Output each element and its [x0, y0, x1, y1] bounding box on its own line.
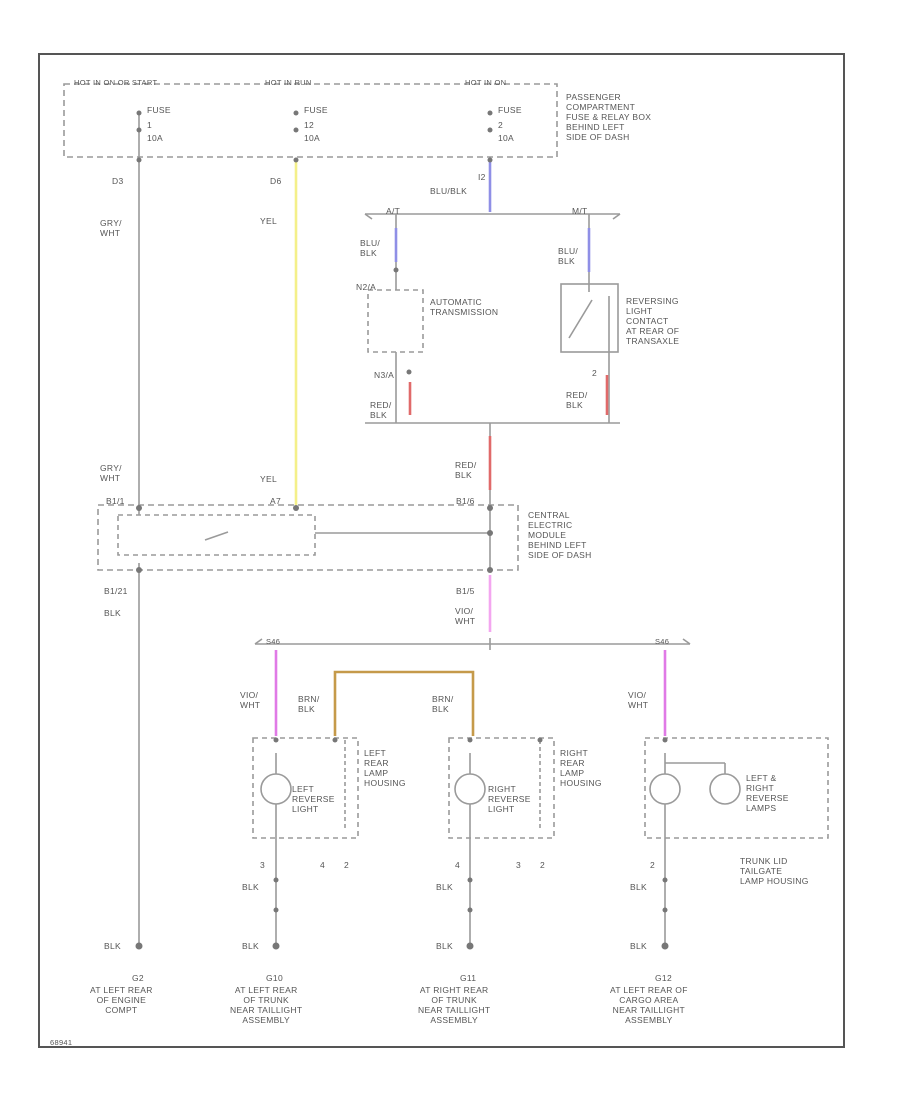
wire-label-blk-g2-top: BLK: [104, 608, 121, 618]
wire-label-blk-g11: BLK: [436, 941, 453, 951]
right-reverse-light-label: RIGHT REVERSE LIGHT: [488, 784, 531, 814]
fuse-3-num: 2: [498, 120, 504, 130]
wire-brn-blk: [333, 670, 475, 736]
splice-left: S46: [266, 637, 281, 646]
fuse-box: [63, 83, 558, 158]
fuse-box-label: PASSENGER COMPARTMENT FUSE & RELAY BOX B…: [566, 92, 652, 142]
splice-right: S46: [655, 637, 670, 646]
wire-label-brn-blk-right: BRN/ BLK: [432, 694, 454, 714]
cem-pin-d: B1/21: [104, 586, 128, 596]
fuse-2-pin: D6: [270, 176, 282, 186]
fuse-2-name: FUSE: [304, 105, 328, 115]
wire-label-blu-blk-at: BLU/ BLK: [360, 238, 381, 258]
fuse-3-name: FUSE: [498, 105, 522, 115]
right-lamp-pin-1: 4: [455, 860, 461, 870]
ground-g12-desc: AT LEFT REAR OF CARGO AREA NEAR TAILLIGH…: [610, 985, 688, 1025]
cem-pin-c: B1/6: [456, 496, 475, 506]
trunk-bulb-1: [649, 773, 681, 805]
wire-label-blk-g10: BLK: [242, 941, 259, 951]
wire-label-blk-left: BLK: [242, 882, 259, 892]
fuse-3-rating: 10A: [498, 133, 515, 143]
fuse-1-rating: 10A: [147, 133, 164, 143]
wire-label-blk-g12: BLK: [630, 941, 647, 951]
rev-contact-pin: 2: [592, 368, 598, 378]
fuse-2-header: HOT IN RUN: [265, 78, 312, 87]
ground-g12-id: G12: [655, 973, 672, 983]
cem-inner-box: [117, 514, 316, 556]
left-lamp-pin-1: 3: [260, 860, 266, 870]
auto-trans-box: [367, 289, 424, 353]
right-reverse-bulb: [454, 773, 486, 805]
auto-trans-label: AUTOMATIC TRANSMISSION: [430, 297, 499, 317]
wire-label-vio-wht-trunk: VIO/ WHT: [628, 690, 649, 710]
wire-label-red-blk-mt: RED/ BLK: [566, 390, 588, 410]
right-lamp-pin-3: 2: [540, 860, 546, 870]
fuse-3-header: HOT IN ON: [465, 78, 507, 87]
left-lamp-pin-2: 4: [320, 860, 326, 870]
ground-g11-id: G11: [460, 973, 477, 983]
cem-pin-b: A7: [270, 496, 281, 506]
wire-label-blk-g2: BLK: [104, 941, 121, 951]
auto-trans-pin-bottom: N3/A: [374, 370, 395, 380]
fuse-1-pin: D3: [112, 176, 124, 186]
wire-label-blk-trunk: BLK: [630, 882, 647, 892]
trunk-lamp-housing: [644, 737, 829, 839]
trunk-lamp-housing-label: TRUNK LID TAILGATE LAMP HOUSING: [740, 856, 809, 886]
trunk-bulb-2: [709, 773, 741, 805]
left-lamp-housing: [252, 737, 359, 839]
wire-label-brn-blk-left: BRN/ BLK: [298, 694, 320, 714]
ground-g10-id: G10: [266, 973, 283, 983]
wire-label-blu-blk: BLU/BLK: [430, 186, 468, 196]
ground-g2-id: G2: [132, 973, 144, 983]
ground-g11-desc: AT RIGHT REAR OF TRUNK NEAR TAILLIGHT AS…: [418, 985, 491, 1025]
auto-trans-pin-top: N2/A: [356, 282, 377, 292]
wire-label-red-blk-main: RED/ BLK: [455, 460, 477, 480]
left-reverse-bulb: [260, 773, 292, 805]
left-rear-lamp-housing-label: LEFT REAR LAMP HOUSING: [364, 748, 406, 788]
cem-box: [97, 504, 519, 571]
wire-label-vio-wht-main: VIO/ WHT: [455, 606, 476, 626]
right-lamp-pin-2: 3: [516, 860, 522, 870]
trans-mt-label: M/T: [572, 206, 588, 216]
corner-code: 68941: [50, 1038, 73, 1047]
diagram-frame: [38, 53, 845, 1048]
wire-label-gry-wht-upper: GRY/ WHT: [100, 218, 122, 238]
wire-label-red-blk-at: RED/ BLK: [370, 400, 392, 420]
rev-contact-switch: [568, 299, 593, 339]
fuse-1-header: HOT IN ON OR START: [74, 78, 158, 87]
ground-g10-desc: AT LEFT REAR OF TRUNK NEAR TAILLIGHT ASS…: [230, 985, 303, 1025]
left-reverse-light-label: LEFT REVERSE LIGHT: [292, 784, 335, 814]
fuse-2-num: 12: [304, 120, 315, 130]
fuse-2-rating: 10A: [304, 133, 321, 143]
trans-at-label: A/T: [386, 206, 401, 216]
wire-label-blk-right: BLK: [436, 882, 453, 892]
wire-label-yel-upper: YEL: [260, 216, 277, 226]
fuse-1-num: 1: [147, 120, 153, 130]
wire-label-blu-blk-mt: BLU/ BLK: [558, 246, 579, 266]
wire-label-gry-wht-lower: GRY/ WHT: [100, 463, 122, 483]
ground-g2-desc: AT LEFT REAR OF ENGINE COMPT: [90, 985, 153, 1015]
right-rear-lamp-housing-label: RIGHT REAR LAMP HOUSING: [560, 748, 602, 788]
cem-switch: [204, 531, 229, 541]
cem-pin-a: B1/1: [106, 496, 125, 506]
cem-label: CENTRAL ELECTRIC MODULE BEHIND LEFT SIDE…: [528, 510, 592, 560]
cem-pin-e: B1/5: [456, 586, 475, 596]
rev-contact-label: REVERSING LIGHT CONTACT AT REAR OF TRANS…: [626, 296, 680, 346]
right-lamp-housing: [448, 737, 555, 839]
trunk-reverse-lamps-label: LEFT & RIGHT REVERSE LAMPS: [746, 773, 789, 813]
left-lamp-pin-3: 2: [344, 860, 350, 870]
wire-label-vio-wht-left: VIO/ WHT: [240, 690, 261, 710]
fuse-1-name: FUSE: [147, 105, 171, 115]
trunk-lamp-pin-1: 2: [650, 860, 656, 870]
wire-label-yel-lower: YEL: [260, 474, 277, 484]
fuse-3-pin: I2: [478, 172, 486, 182]
